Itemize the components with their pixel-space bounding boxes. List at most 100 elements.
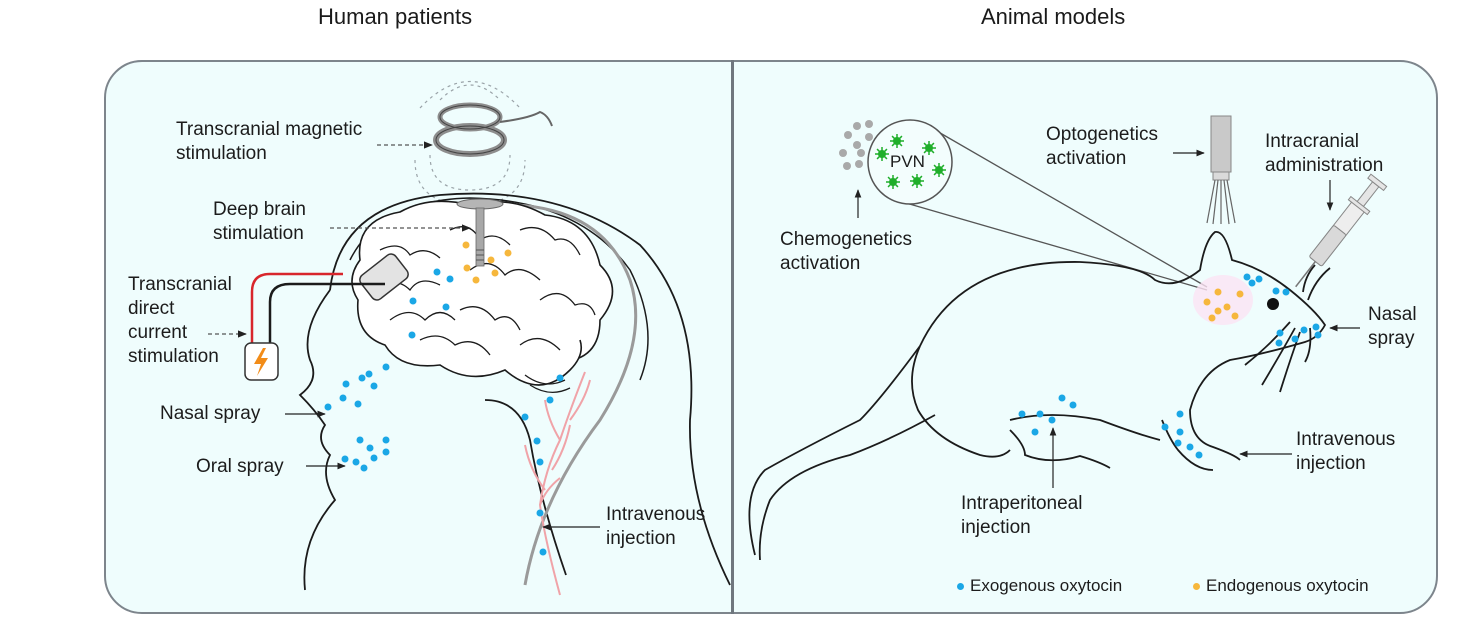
legend-label-endogenous: Endogenous oxytocin bbox=[1206, 576, 1369, 595]
oxytocin-dot bbox=[342, 380, 350, 388]
oxytocin-dot bbox=[354, 400, 362, 408]
rat-eye-icon bbox=[1267, 298, 1279, 310]
label-dbs: Deep brain stimulation bbox=[213, 199, 306, 244]
syringe-icon bbox=[1295, 173, 1388, 288]
oxytocin-dot bbox=[370, 454, 378, 462]
label-optogenetics: Optogenetics activation bbox=[1046, 124, 1158, 169]
oxytocin-dot bbox=[1174, 439, 1182, 447]
oxytocin-dot bbox=[442, 303, 450, 311]
panel-title-animal: Animal models bbox=[981, 4, 1126, 29]
oxytocin-dot bbox=[539, 548, 547, 556]
oxytocin-dot bbox=[1203, 298, 1211, 306]
oxytocin-dot bbox=[1223, 303, 1231, 311]
oxytocin-dot bbox=[546, 396, 554, 404]
optogenetics-fiber-icon bbox=[1206, 115, 1236, 225]
oxytocin-dot bbox=[536, 458, 544, 466]
oxytocin-dot bbox=[1031, 428, 1039, 436]
pvn-neuron-icon bbox=[922, 141, 936, 155]
oxytocin-dot bbox=[487, 256, 495, 264]
endogenous-oxytocin-dots-animal bbox=[1203, 288, 1244, 322]
oxytocin-dot bbox=[409, 297, 417, 305]
oxytocin-dot bbox=[366, 444, 374, 452]
exogenous-oxytocin-dots-human bbox=[324, 268, 564, 556]
chemogenetics-dots-icon bbox=[839, 120, 873, 170]
tms-coil-icon bbox=[414, 80, 553, 206]
oxytocin-dot bbox=[1276, 329, 1284, 337]
pvn-neuron-icon bbox=[875, 147, 889, 161]
oxytocin-dot bbox=[341, 455, 349, 463]
oxytocin-dot bbox=[1176, 428, 1184, 436]
oxytocin-dot bbox=[556, 374, 564, 382]
label-tms: Transcranial magnetic stimulation bbox=[176, 119, 363, 164]
oxytocin-dot bbox=[1243, 273, 1251, 281]
oxytocin-dot bbox=[1161, 423, 1169, 431]
legend-dot-exogenous-icon bbox=[957, 582, 964, 590]
tdcs-device-icon bbox=[244, 253, 409, 381]
oxytocin-dot bbox=[358, 374, 366, 382]
oxytocin-dot bbox=[1231, 312, 1239, 320]
label-chemogenetics: Chemogenetics activation bbox=[780, 229, 913, 274]
label-intracranial: Intracranial administration bbox=[1265, 131, 1384, 176]
pvn-neuron-icons bbox=[875, 134, 946, 189]
pvn-neuron-icon bbox=[886, 175, 900, 189]
blood-vessel-icon bbox=[524, 371, 591, 596]
oxytocin-dot bbox=[365, 370, 373, 378]
oxytocin-dot bbox=[1069, 401, 1077, 409]
oxytocin-dot bbox=[1214, 288, 1222, 296]
oxytocin-dot bbox=[382, 436, 390, 444]
oxytocin-dot bbox=[1255, 275, 1263, 283]
legend-dot-endogenous-icon bbox=[1193, 582, 1200, 590]
oxytocin-dot bbox=[1176, 410, 1184, 418]
oxytocin-dot bbox=[446, 275, 454, 283]
panel-divider bbox=[731, 60, 734, 614]
pvn-neuron-icon bbox=[890, 134, 904, 148]
endogenous-oxytocin-dots-human bbox=[462, 241, 512, 284]
oxytocin-dot bbox=[433, 268, 441, 276]
oxytocin-dot bbox=[360, 464, 368, 472]
oxytocin-dot bbox=[1036, 410, 1044, 418]
oxytocin-dot bbox=[1248, 279, 1256, 287]
label-tdcs: Transcranial direct current stimulation bbox=[128, 274, 232, 367]
pvn-magnifier-icon bbox=[867, 119, 1208, 291]
label-oral-spray: Oral spray bbox=[196, 456, 284, 477]
panel-title-human: Human patients bbox=[318, 4, 473, 29]
dbs-lead bbox=[489, 203, 638, 586]
oxytocin-dot bbox=[1291, 335, 1299, 343]
oxytocin-dot bbox=[339, 394, 347, 402]
oxytocin-dot bbox=[462, 241, 470, 249]
dbs-electrode-icon bbox=[456, 198, 504, 267]
oxytocin-dot bbox=[370, 382, 378, 390]
label-nasal-spray-human: Nasal spray bbox=[160, 403, 261, 424]
oxytocin-dot bbox=[1186, 443, 1194, 451]
oxytocin-dot bbox=[1272, 287, 1280, 295]
oxytocin-dot bbox=[356, 436, 364, 444]
oxytocin-dot bbox=[1282, 288, 1290, 296]
head-outline bbox=[298, 192, 731, 591]
oxytocin-dot bbox=[1236, 290, 1244, 298]
oxytocin-dot bbox=[472, 276, 480, 284]
oxytocin-dot bbox=[504, 249, 512, 257]
label-pvn: PVN bbox=[890, 152, 925, 171]
legend-item-exogenous: Exogenous oxytocin bbox=[957, 576, 1122, 596]
oxytocin-dot bbox=[1314, 331, 1322, 339]
pvn-neuron-icon bbox=[932, 163, 946, 177]
oxytocin-dot bbox=[533, 437, 541, 445]
oxytocin-dot bbox=[352, 458, 360, 466]
oxytocin-dot bbox=[1048, 416, 1056, 424]
oxytocin-dot bbox=[1058, 394, 1066, 402]
oxytocin-dot bbox=[324, 403, 332, 411]
oxytocin-dot bbox=[521, 413, 529, 421]
brain-icon bbox=[351, 200, 614, 393]
oxytocin-dot bbox=[1214, 307, 1222, 315]
oxytocin-dot bbox=[1300, 326, 1308, 334]
pvn-neuron-icon bbox=[910, 174, 924, 188]
label-intraperitoneal: Intraperitoneal injection bbox=[961, 493, 1083, 538]
legend-label-exogenous: Exogenous oxytocin bbox=[970, 576, 1123, 595]
exogenous-oxytocin-dots-animal bbox=[1018, 273, 1322, 459]
label-iv-human: Intravenous injection bbox=[606, 504, 706, 549]
oxytocin-dot bbox=[408, 331, 416, 339]
oxytocin-dot bbox=[1312, 323, 1320, 331]
legend-item-endogenous: Endogenous oxytocin bbox=[1193, 576, 1369, 596]
oxytocin-dot bbox=[463, 264, 471, 272]
